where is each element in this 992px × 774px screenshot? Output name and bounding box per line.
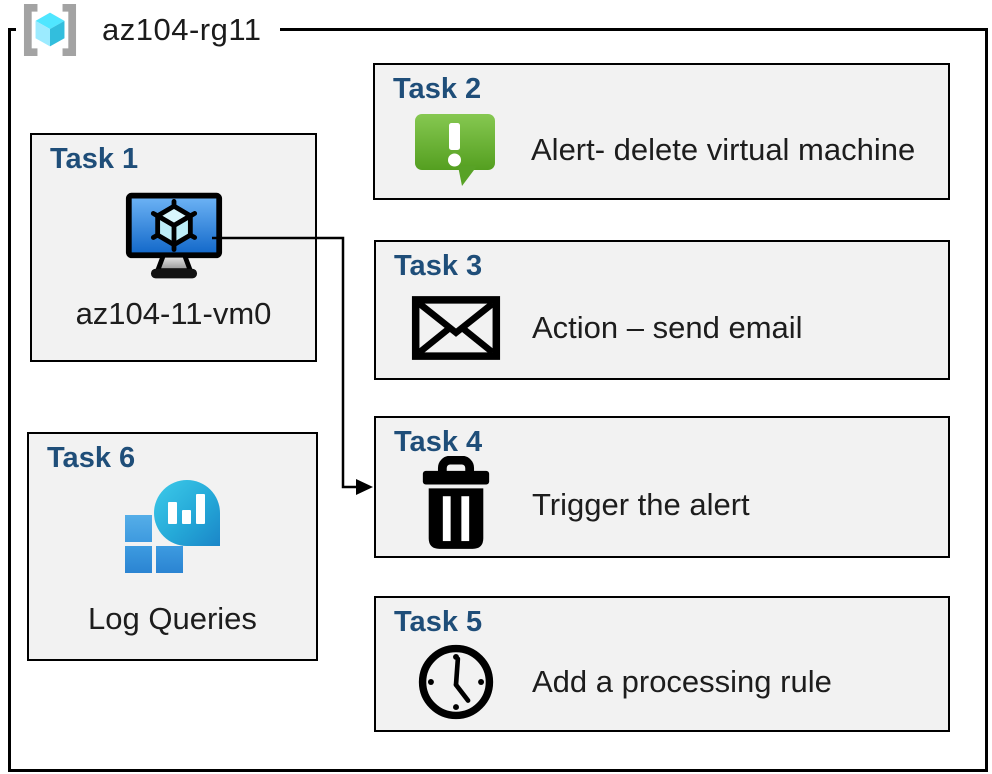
task5-card: Task 5 Add a processing rule <box>374 596 950 732</box>
task2-card: Task 2 Alert- delete virtual machine <box>373 63 950 200</box>
alert-message-icon <box>409 108 501 192</box>
resource-group-header: az104-rg11 <box>16 2 280 58</box>
task4-label: Trigger the alert <box>532 487 750 522</box>
vm-name-label: az104-11-vm0 <box>75 296 272 331</box>
task6-title: Task 6 <box>47 442 136 474</box>
task2-title: Task 2 <box>393 73 482 105</box>
task3-card: Task 3 Action – send email <box>374 240 950 380</box>
log-queries-label: Log Queries <box>88 601 257 636</box>
task6-card: Task 6 Log Queries <box>27 432 318 661</box>
resource-group-name: az104-rg11 <box>102 12 262 47</box>
virtual-machine-icon <box>124 191 224 288</box>
task1-card: Task 1 <box>30 133 317 362</box>
log-analytics-icon <box>124 480 221 573</box>
task3-label: Action – send email <box>532 310 803 345</box>
resource-group-icon <box>23 3 77 57</box>
task1-title: Task 1 <box>50 143 139 175</box>
task3-title: Task 3 <box>394 250 483 282</box>
trash-icon <box>410 456 502 554</box>
email-envelope-icon <box>410 294 502 362</box>
task5-title: Task 5 <box>394 606 483 638</box>
task4-title: Task 4 <box>394 426 483 458</box>
task2-label: Alert- delete virtual machine <box>531 131 916 167</box>
clock-icon <box>410 643 502 721</box>
task4-card: Task 4 Trigger the alert <box>374 416 950 558</box>
task5-label: Add a processing rule <box>532 664 832 699</box>
